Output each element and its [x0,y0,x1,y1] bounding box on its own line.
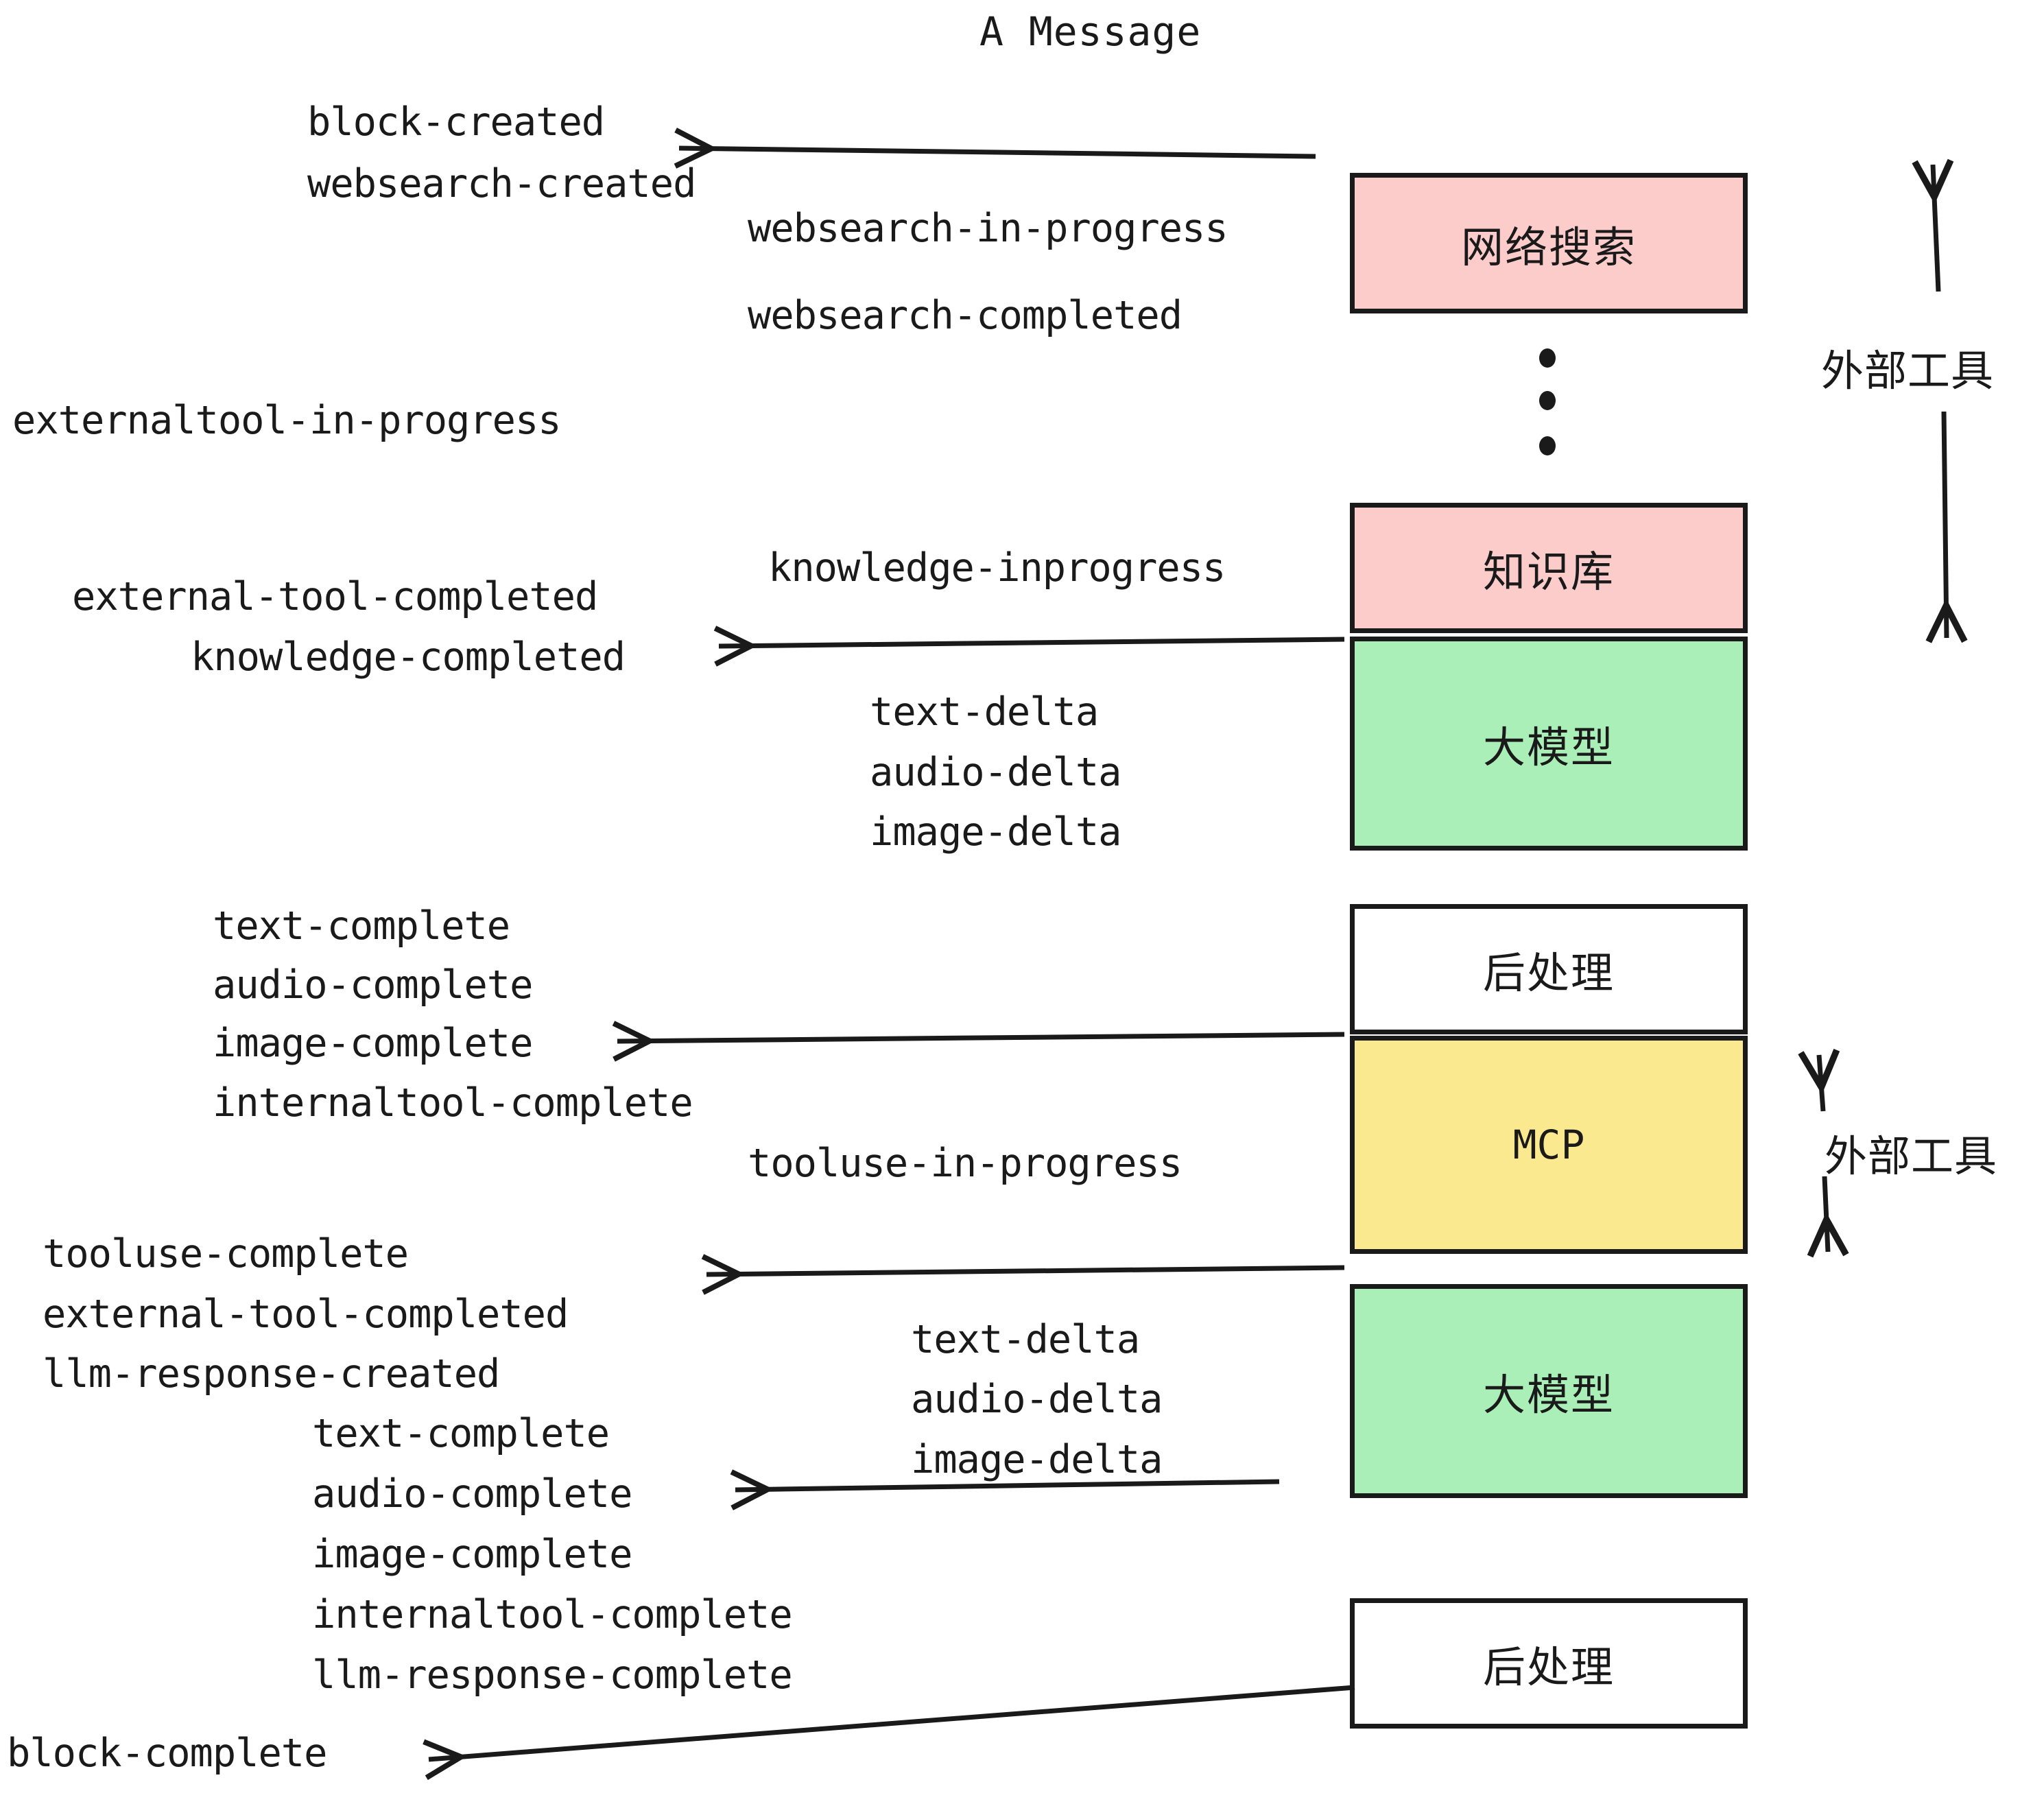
box-mcp[interactable]: MCP [1350,1036,1748,1254]
box-postprocess-2[interactable]: 后处理 [1350,1598,1748,1729]
event-text-delta-1: text-delta [870,689,1099,735]
box-postprocess-2-label: 后处理 [1482,1642,1615,1692]
box-postprocess-1[interactable]: 后处理 [1350,904,1748,1034]
arrow-external-tool-up-2 [1819,1055,1823,1112]
event-image-delta-2: image-delta [911,1437,1163,1482]
box-llm-2-label: 大模型 [1482,1370,1615,1420]
event-internaltool-complete-1: internaltool-complete [213,1080,693,1126]
event-tooluse-complete: tooluse-complete [43,1231,409,1277]
event-internaltool-complete-2: internaltool-complete [312,1592,793,1637]
event-tooluse-in-progress: tooluse-in-progress [748,1141,1183,1186]
box-llm-1-label: 大模型 [1482,722,1615,772]
event-audio-complete-1: audio-complete [213,962,533,1008]
event-image-complete-2: image-complete [312,1532,632,1577]
box-llm-2[interactable]: 大模型 [1350,1284,1748,1498]
event-audio-delta-1: audio-delta [870,750,1121,795]
arrow-postprocess-to-image-complete [617,1034,1345,1041]
external-tool-label-upper: 外部工具 [1821,346,1995,396]
arrow-external-tool-down-1 [1944,411,1947,638]
arrow-llm-to-knowledge-completed [719,639,1345,646]
event-websearch-completed: websearch-completed [748,293,1183,338]
event-websearch-in-progress: websearch-in-progress [748,206,1228,251]
event-text-complete-2: text-complete [312,1411,610,1456]
arrow-external-tool-up-1 [1933,165,1938,292]
event-audio-complete-2: audio-complete [312,1471,632,1517]
box-postprocess-1-label: 后处理 [1482,948,1615,998]
event-block-created: block-created [307,99,605,145]
event-image-complete-1: image-complete [213,1021,533,1066]
event-image-delta-1: image-delta [870,809,1121,855]
event-text-complete-1: text-complete [213,903,510,949]
external-tool-label-lower: 外部工具 [1825,1131,1998,1181]
event-knowledge-inprogress: knowledge-inprogress [768,545,1226,591]
arrow-websearch-to-created [679,148,1316,156]
event-knowledge-completed: knowledge-completed [191,634,626,680]
ellipsis-dot-2 [1539,391,1556,410]
event-external-tool-completed-1: external-tool-completed [72,574,598,619]
arrow-mcp-to-tooluse-complete [706,1268,1345,1274]
box-websearch[interactable]: 网络搜索 [1350,173,1748,313]
arrow-llm2-to-audio-complete [735,1482,1280,1490]
box-websearch-label: 网络搜索 [1460,222,1637,272]
diagram-title: A Message [979,8,1202,55]
box-llm-1[interactable]: 大模型 [1350,637,1748,851]
event-llm-response-complete: llm-response-complete [312,1652,793,1698]
box-mcp-label: MCP [1512,1121,1585,1168]
event-audio-delta-2: audio-delta [911,1377,1163,1422]
box-knowledge-label: 知识库 [1482,547,1615,597]
box-knowledge[interactable]: 知识库 [1350,503,1748,633]
event-externaltool-in-progress: externaltool-in-progress [12,398,562,443]
event-block-complete: block-complete [7,1731,327,1776]
event-websearch-created: websearch-created [307,161,696,206]
ellipsis-dot-3 [1539,436,1556,455]
event-llm-response-created: llm-response-created [43,1351,500,1397]
event-text-delta-2: text-delta [911,1317,1140,1362]
arrow-postprocess2-to-block-complete [429,1685,1355,1759]
event-external-tool-completed-2: external-tool-completed [43,1292,569,1337]
ellipsis-dot-1 [1539,348,1556,368]
arrow-external-tool-down-2 [1825,1176,1828,1252]
